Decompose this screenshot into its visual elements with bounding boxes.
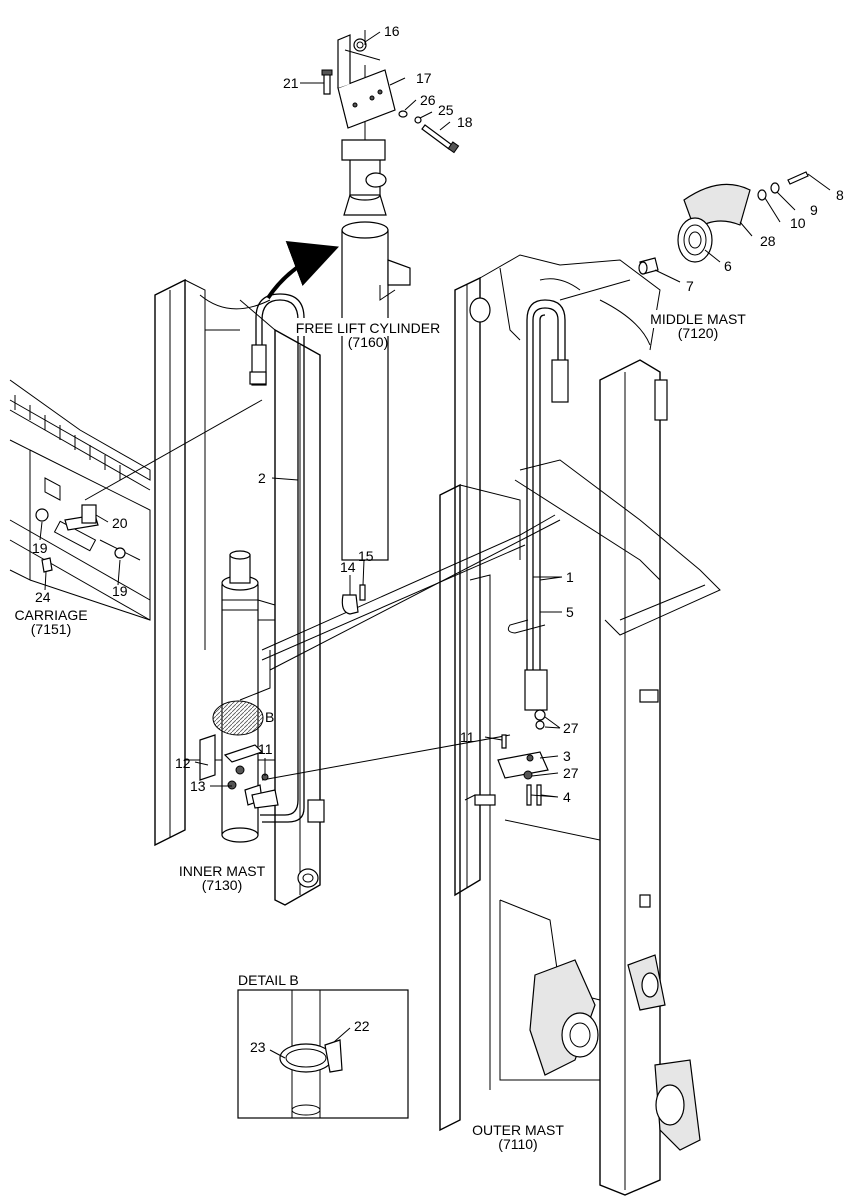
outer-mast-code: (7110) xyxy=(498,1136,537,1152)
callout-11-left: 11 xyxy=(258,741,273,757)
callout-17: 17 xyxy=(416,70,432,86)
callout-4: 4 xyxy=(563,789,571,805)
inner-fittings xyxy=(199,584,366,809)
callout-12: 12 xyxy=(175,755,191,771)
detail-b-marker xyxy=(212,700,264,736)
callout-7: 7 xyxy=(686,278,694,294)
callout-9: 9 xyxy=(810,202,818,218)
carriage-code: (7151) xyxy=(31,621,71,637)
middle-mast xyxy=(454,254,721,1196)
free-lift-cylinder xyxy=(341,65,411,561)
callout-1: 1 xyxy=(566,569,574,585)
inner-mast-code: (7130) xyxy=(202,877,242,893)
outer-mast-label: OUTER MAST xyxy=(472,1122,564,1138)
middle-mast-code: (7120) xyxy=(678,325,718,341)
inner-mast-label: INNER MAST xyxy=(179,863,266,879)
callout-3: 3 xyxy=(563,748,571,764)
callout-2: 2 xyxy=(258,470,266,486)
outer-mast xyxy=(439,483,701,1151)
callout-16: 16 xyxy=(384,23,400,39)
callout-25: 25 xyxy=(438,102,454,118)
free-lift-cylinder-code: (7160) xyxy=(348,334,388,350)
callout-22: 22 xyxy=(354,1018,370,1034)
callout-19-left: 19 xyxy=(32,540,48,556)
callout-13: 13 xyxy=(190,778,206,794)
middle-fittings xyxy=(497,709,549,806)
callout-18: 18 xyxy=(457,114,473,130)
leader-lines xyxy=(39,31,831,1059)
callout-14: 14 xyxy=(340,559,356,575)
callout-numbers: 16 17 21 26 25 18 8 9 10 28 6 7 2 20 19 … xyxy=(32,23,844,1055)
middle-mast-label: MIDDLE MAST xyxy=(650,311,746,327)
callout-15: 15 xyxy=(358,548,374,564)
assembly-arrow xyxy=(266,241,339,300)
callout-20: 20 xyxy=(112,515,128,531)
free-lift-cylinder-label: FREE LIFT CYLINDER xyxy=(296,320,440,336)
hoses xyxy=(84,279,631,823)
top-bracket-parts xyxy=(321,30,460,154)
carriage-fittings xyxy=(35,504,126,573)
callout-6: 6 xyxy=(724,258,732,274)
callout-11-right: 11 xyxy=(460,729,475,745)
callout-5: 5 xyxy=(566,604,574,620)
callout-28: 28 xyxy=(760,233,776,249)
assembly-labels: FREE LIFT CYLINDER (7160) MIDDLE MAST (7… xyxy=(5,310,758,1152)
callout-10: 10 xyxy=(790,215,806,231)
callout-8: 8 xyxy=(836,187,844,203)
callout-B: B xyxy=(265,709,274,725)
callout-24: 24 xyxy=(35,589,51,605)
detail-b-title: DETAIL B xyxy=(238,972,299,988)
callout-19-right: 19 xyxy=(112,583,128,599)
callout-23: 23 xyxy=(250,1039,266,1055)
carriage-label: CARRIAGE xyxy=(14,607,87,623)
callout-21: 21 xyxy=(283,75,299,91)
callout-27-lower: 27 xyxy=(563,765,579,781)
callout-26: 26 xyxy=(420,92,436,108)
detail-b-box xyxy=(237,989,409,1119)
carriage xyxy=(9,379,151,621)
callout-27-upper: 27 xyxy=(563,720,579,736)
roller-parts xyxy=(638,171,809,275)
